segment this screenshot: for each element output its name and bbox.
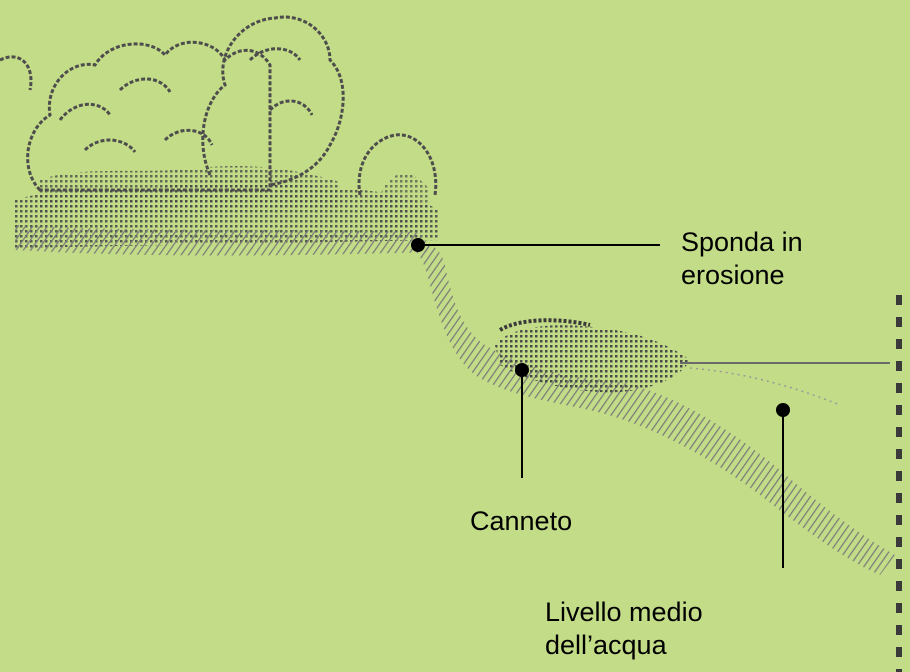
water-level-label-line-1: Livello medio	[545, 596, 703, 629]
erosion-marker-dot	[412, 239, 424, 251]
eroding-bank-label-line-2: erosione	[681, 259, 803, 292]
water-level-label-line-2: dell’acqua	[545, 629, 703, 662]
water-marker-dot	[777, 404, 789, 416]
reed-bed-label: Canneto	[470, 505, 572, 538]
water-level-label: Livello medio dell’acqua	[545, 596, 703, 662]
reed-marker-dot	[516, 364, 528, 376]
eroding-bank-label-line-1: Sponda in	[681, 226, 803, 259]
eroding-bank-label: Sponda in erosione	[681, 226, 803, 292]
